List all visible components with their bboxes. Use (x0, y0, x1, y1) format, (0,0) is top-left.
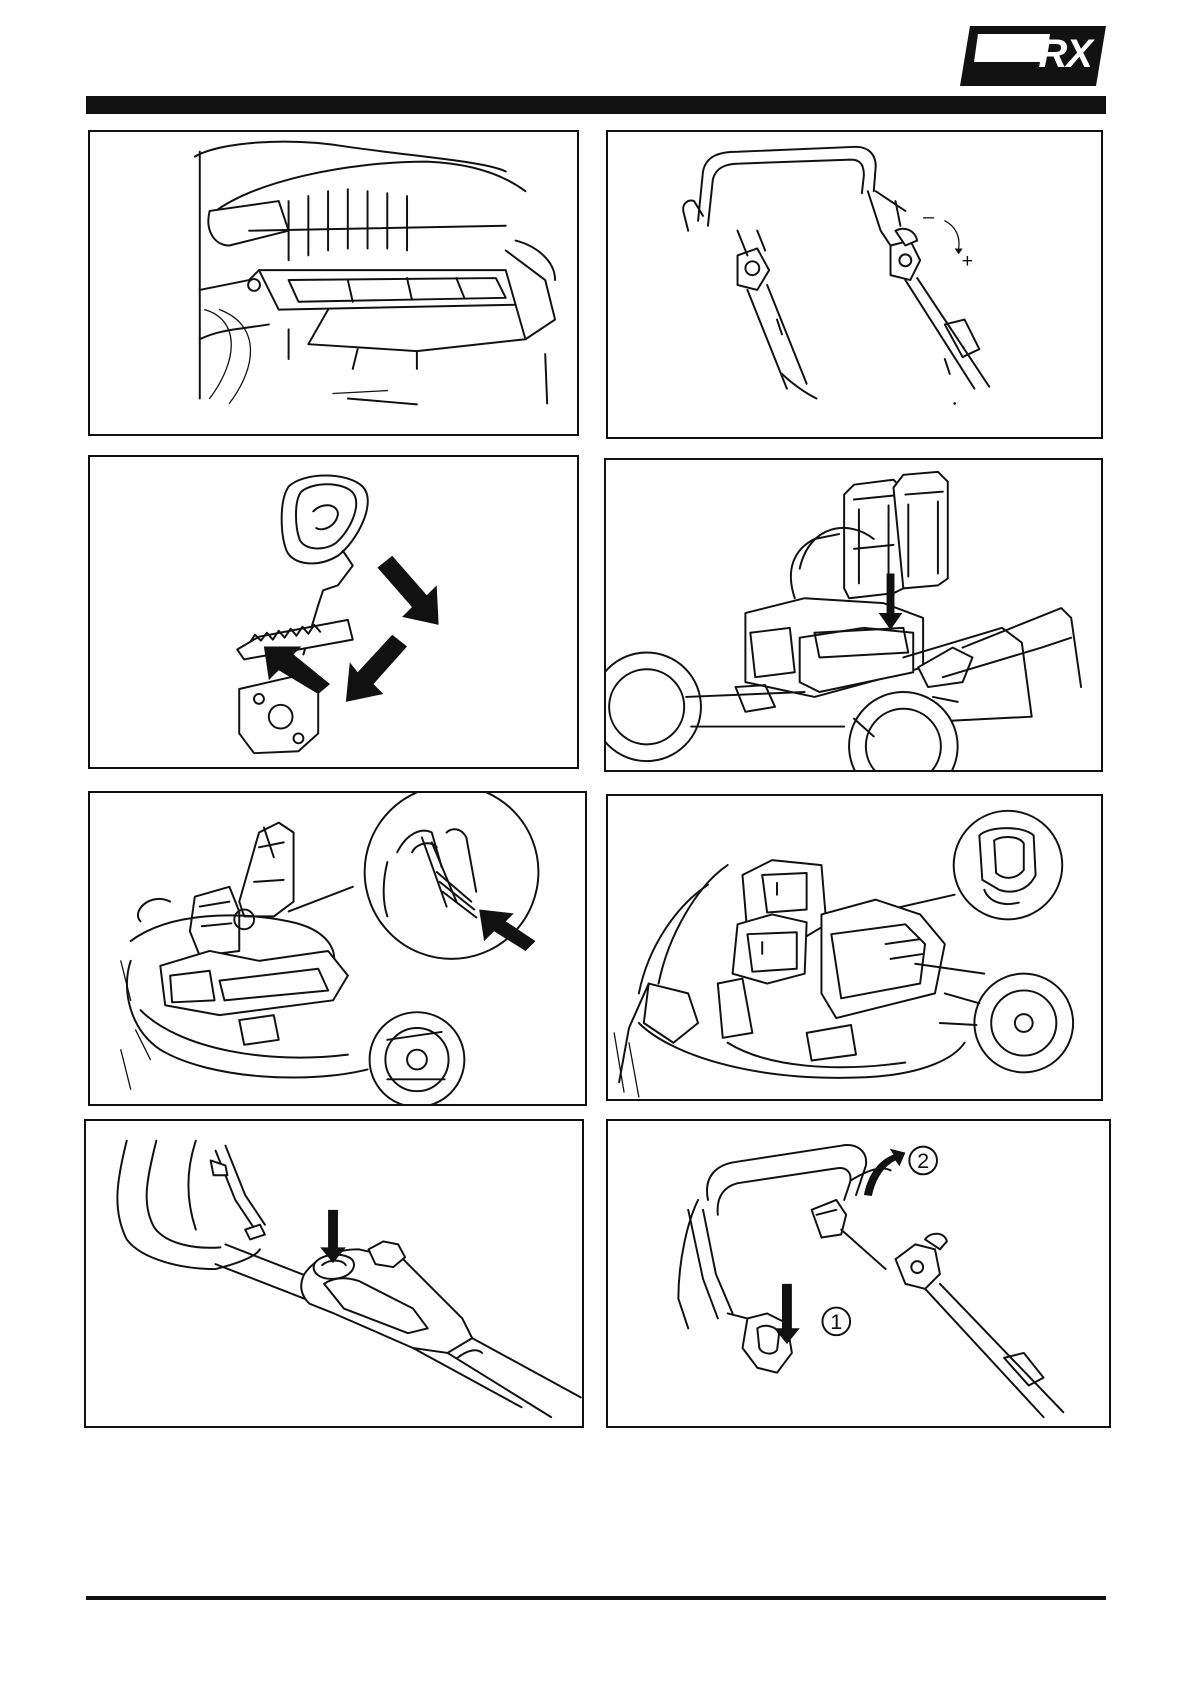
header-bar (86, 96, 1106, 114)
figure-5-illustration (90, 793, 585, 1104)
figure-panel-6 (606, 794, 1103, 1101)
brand-logo: RX (960, 26, 1106, 86)
figure-8-illustration: 1 2 (608, 1121, 1109, 1426)
figure-panel-1 (88, 130, 579, 436)
figure-2-illustration: – + (608, 132, 1101, 437)
figure-panel-8: 1 2 (606, 1119, 1111, 1428)
step-1-label: 1 (830, 1309, 842, 1334)
brand-logo-text: RX (1038, 32, 1092, 77)
figure-6-illustration (608, 796, 1101, 1099)
footer-rule (86, 1596, 1106, 1600)
increase-label: + (962, 250, 974, 272)
figure-3-illustration (90, 457, 577, 767)
figure-panel-3 (88, 455, 579, 769)
figure-1-illustration (90, 132, 577, 434)
figure-4-illustration (606, 460, 1101, 770)
figure-7-illustration (86, 1121, 582, 1426)
figure-panel-5 (88, 791, 587, 1106)
step-2-label: 2 (917, 1148, 929, 1173)
figure-panel-2: – + (606, 130, 1103, 439)
decrease-label: – (923, 206, 934, 228)
figure-panel-7 (84, 1119, 584, 1428)
figure-panel-4 (604, 458, 1103, 772)
